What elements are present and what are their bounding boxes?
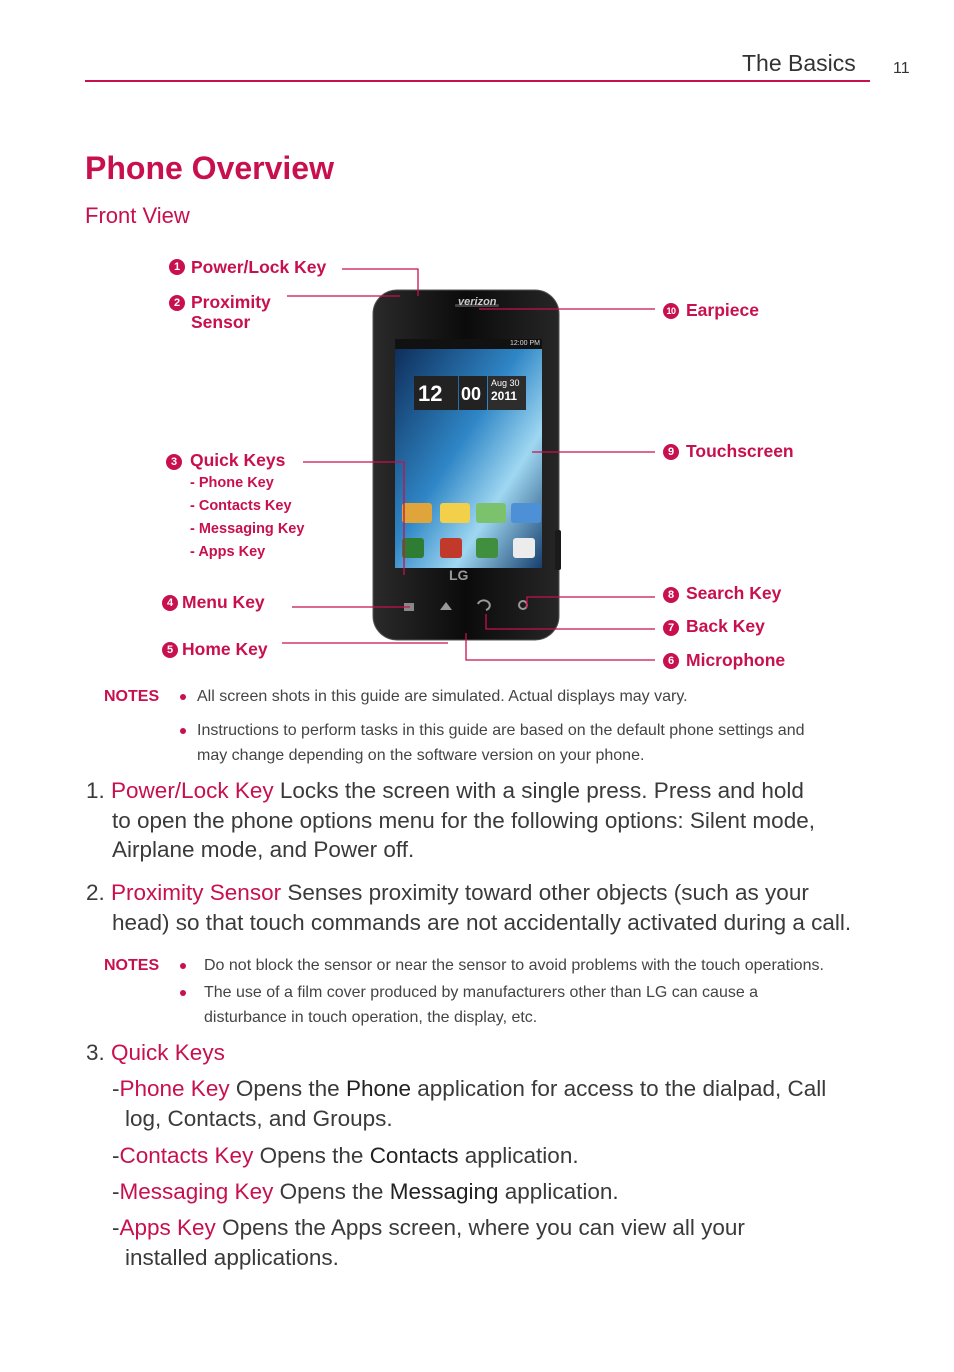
- subitem-messaging-key: -Messaging Key Opens the Messaging appli…: [112, 1177, 619, 1207]
- quick-key-phone: - Phone Key: [190, 475, 274, 491]
- dash: -: [112, 1076, 120, 1101]
- item-text: Locks the screen with a single press. Pr…: [279, 778, 804, 803]
- clock-date: Aug 30: [491, 378, 520, 388]
- subitem-text: Opens the: [279, 1179, 384, 1204]
- callout-proximity-line2: Sensor: [191, 312, 251, 332]
- callout-badge-1: 1: [169, 259, 185, 275]
- bullet: [180, 728, 186, 734]
- bullet: [180, 990, 186, 996]
- item-term: Power/Lock Key: [111, 778, 274, 803]
- page-title: Phone Overview: [85, 150, 334, 186]
- note-text: All screen shots in this guide are simul…: [197, 688, 688, 705]
- section-title: The Basics: [742, 50, 856, 76]
- callout-badge-7: 7: [663, 620, 679, 636]
- quick-key-messaging: - Messaging Key: [190, 521, 305, 537]
- status-time: 12:00 PM: [510, 340, 540, 347]
- item-number: 3.: [86, 1040, 105, 1065]
- app-name: Messaging: [389, 1179, 499, 1204]
- note-text: may change depending on the software ver…: [197, 747, 645, 764]
- callout-badge-2: 2: [169, 295, 185, 311]
- subsection-title: Front View: [85, 203, 190, 228]
- item-text: Senses proximity toward other objects (s…: [287, 880, 809, 905]
- quick-key-apps: - Apps Key: [190, 544, 266, 560]
- item-number: 1.: [86, 778, 105, 803]
- note-text: disturbance in touch operation, the disp…: [204, 1009, 538, 1026]
- callout-badge-8: 8: [663, 587, 679, 603]
- subitem-text: Opens the: [259, 1143, 364, 1168]
- item-proximity: 2. Proximity Sensor Senses proximity tow…: [86, 878, 809, 908]
- note-text: Do not block the sensor or near the sens…: [204, 957, 824, 974]
- dash: -: [112, 1215, 120, 1240]
- notes-label: NOTES: [104, 688, 160, 705]
- callout-search-key: Search Key: [686, 583, 782, 603]
- subitem-text: Opens the: [235, 1076, 340, 1101]
- app-name: Contacts: [369, 1143, 459, 1168]
- subitem-term: Messaging Key: [119, 1179, 274, 1204]
- clock-hours: 12: [418, 381, 443, 406]
- bullet: [180, 963, 186, 969]
- callout-touchscreen: Touchscreen: [686, 441, 794, 461]
- callout-badge-9: 9: [663, 444, 679, 460]
- item-text: to open the phone options menu for the f…: [112, 808, 815, 833]
- subitem-text: Opens the Apps screen, where you can vie…: [222, 1215, 745, 1240]
- subitem-term: Contacts Key: [119, 1143, 254, 1168]
- dash: -: [112, 1179, 120, 1204]
- item-term: Quick Keys: [111, 1040, 225, 1065]
- carrier-logo: verizon: [458, 296, 497, 308]
- header-divider: [85, 80, 870, 82]
- note-text: The use of a film cover produced by manu…: [204, 984, 759, 1001]
- subitem-term: Apps Key: [119, 1215, 216, 1240]
- callout-badge-5: 5: [162, 642, 178, 658]
- subitem-text: log, Contacts, and Groups.: [125, 1106, 393, 1131]
- callout-badge-4: 4: [162, 595, 178, 611]
- bullet: [180, 694, 186, 700]
- callout-power-lock-key: Power/Lock Key: [191, 257, 327, 277]
- lg-logo: LG: [449, 567, 469, 583]
- item-term: Proximity Sensor: [111, 880, 282, 905]
- phone-screen: [395, 339, 542, 568]
- item-text: head) so that touch commands are not acc…: [112, 910, 852, 935]
- dash: -: [112, 1143, 120, 1168]
- item-power-lock: 1. Power/Lock Key Locks the screen with …: [86, 776, 804, 806]
- subitem-text: installed applications.: [125, 1245, 339, 1270]
- subitem-text: application for access to the dialpad, C…: [417, 1076, 827, 1101]
- subitem-text: application.: [464, 1143, 579, 1168]
- subitem-text: application.: [504, 1179, 619, 1204]
- item-quick-keys: 3. Quick Keys: [86, 1038, 225, 1068]
- callout-home-key: Home Key: [182, 639, 268, 659]
- subitem-apps-key: -Apps Key Opens the Apps screen, where y…: [112, 1213, 745, 1243]
- subitem-phone-key: -Phone Key Opens the Phone application f…: [112, 1074, 826, 1104]
- callout-back-key: Back Key: [686, 616, 765, 636]
- callout-microphone: Microphone: [686, 650, 786, 670]
- item-number: 2.: [86, 880, 105, 905]
- item-text: Airplane mode, and Power off.: [112, 837, 415, 862]
- subitem-term: Phone Key: [119, 1076, 230, 1101]
- page-number: 11: [893, 60, 910, 77]
- notes-label: NOTES: [104, 957, 160, 974]
- subitem-contacts-key: -Contacts Key Opens the Contacts applica…: [112, 1141, 579, 1171]
- note-text: Instructions to perform tasks in this gu…: [197, 722, 805, 739]
- phone-diagram: [282, 268, 655, 661]
- callout-badge-3: 3: [166, 454, 182, 470]
- callout-badge-10: 10: [663, 303, 679, 319]
- callout-earpiece: Earpiece: [686, 300, 759, 320]
- callout-quick-keys: Quick Keys: [190, 450, 286, 470]
- app-name: Phone: [345, 1076, 412, 1101]
- clock-minutes: 00: [461, 384, 482, 404]
- callout-menu-key: Menu Key: [182, 592, 265, 612]
- callout-proximity-line1: Proximity: [191, 292, 271, 312]
- quick-key-contacts: - Contacts Key: [190, 498, 292, 514]
- callout-badge-6: 6: [663, 653, 679, 669]
- clock-year: 2011: [491, 389, 518, 403]
